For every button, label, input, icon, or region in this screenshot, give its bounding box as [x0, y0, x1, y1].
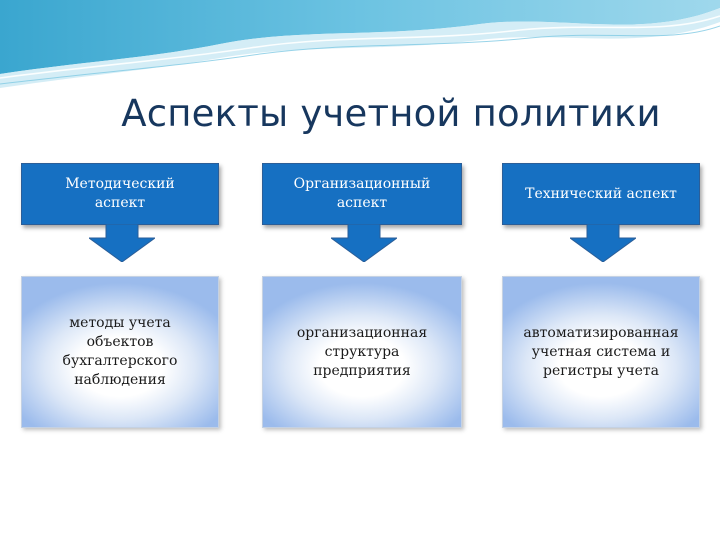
aspect-header-line: аспект	[336, 195, 388, 211]
aspect-content-technical: автоматизированная учетная система и рег…	[502, 276, 700, 428]
aspect-content-line: методы учета	[69, 315, 171, 331]
slide-title: Аспекты учетной политики	[121, 92, 661, 135]
aspect-header-line: Методический	[65, 176, 175, 192]
aspect-content-organizational: организационная структура предприятия	[262, 276, 462, 428]
aspect-content-line: организационная	[296, 324, 428, 341]
aspect-content-line: наблюдения	[74, 372, 166, 388]
aspect-header-organizational: Организационный аспект	[262, 163, 462, 225]
aspect-header-line: аспект	[94, 195, 146, 211]
aspect-content-line: структура	[324, 343, 400, 360]
aspect-content-line: бухгалтерского	[62, 353, 178, 369]
decorative-wave-banner	[0, 0, 720, 88]
aspect-content-line: регистры учета	[543, 362, 659, 379]
aspect-header-line: Организационный	[293, 176, 431, 192]
aspect-content-line: учетная система и	[531, 343, 671, 360]
aspect-content-methodical: методы учета объектов бухгалтерского наб…	[21, 276, 219, 428]
down-arrow-icon	[570, 224, 636, 262]
down-arrow-icon	[89, 224, 155, 262]
aspect-content-line: автоматизированная	[523, 324, 679, 341]
aspect-header-technical: Технический аспект	[502, 163, 700, 225]
aspect-header-line: Технический аспект	[525, 185, 677, 202]
aspect-content-line: предприятия	[313, 362, 411, 379]
down-arrow-icon	[331, 224, 397, 262]
aspect-content-line: объектов	[86, 334, 154, 350]
aspect-header-methodical: Методический аспект	[21, 163, 219, 225]
